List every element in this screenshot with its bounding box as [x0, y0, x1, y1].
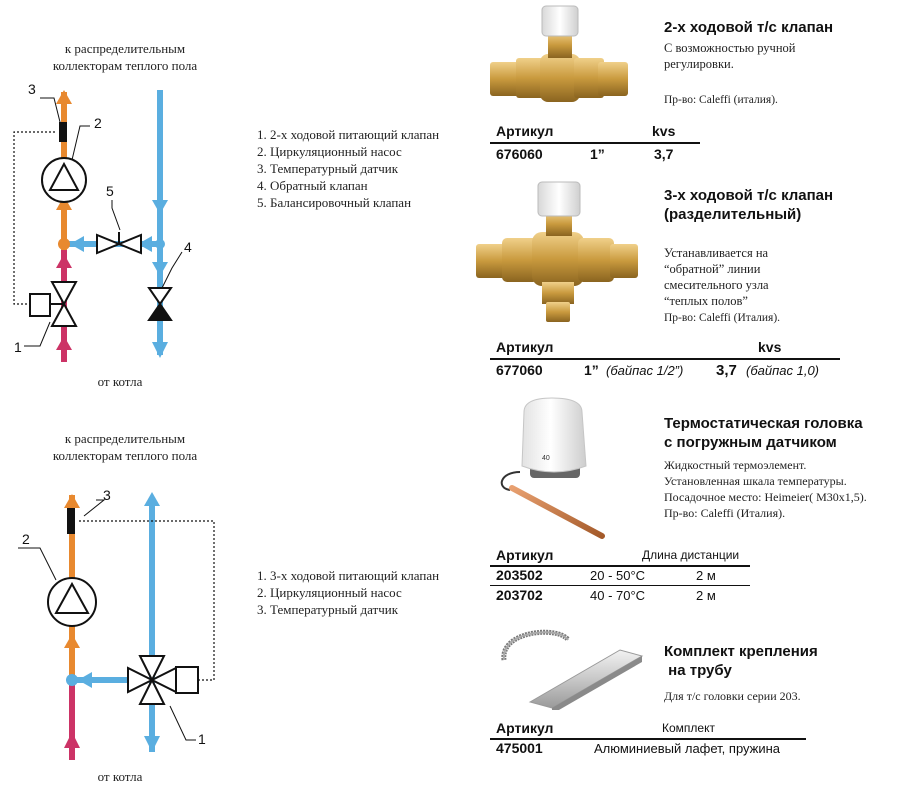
product4-table: Артикул Комплект 475001 Алюминиевый лафе… — [490, 717, 806, 761]
temperature-sensor-icon — [59, 122, 67, 142]
callout-3: 3 — [28, 81, 36, 97]
col-header: kvs — [758, 339, 782, 355]
supply-arrow-up — [56, 90, 72, 104]
temp-range: 40 - 70°C — [590, 588, 646, 603]
legend-item: Балансировочный клапан — [270, 194, 464, 211]
thermostatic-head-photo: 40 — [500, 397, 605, 539]
diagram1-schematic: 3 2 5 4 1 — [13, 81, 192, 362]
callout-2: 2 — [22, 531, 30, 547]
diagram1-bottom-caption: от котла — [97, 374, 143, 389]
desc-line: Устанавливается на — [664, 246, 769, 260]
product1-title: 2-х ходовой т/с клапан — [664, 19, 834, 36]
diagram1-top-caption: к распределительным коллекторам теплого … — [52, 41, 198, 73]
size: 1” — [584, 362, 599, 378]
diagram2-top-caption: к распределительным коллекторам теплого … — [52, 431, 198, 463]
product3-title: Термостатическая головка с погружным дат… — [664, 414, 863, 452]
product4-desc: Для т/с головки серии 203. — [664, 689, 801, 703]
product1-table: Артикул kvs 676060 1” 3,7 — [490, 120, 700, 166]
col-header: kvs — [652, 123, 676, 139]
mounting-kit-photo — [501, 629, 644, 710]
maker-line: Пр-во: Caleffi (Италия). — [664, 506, 786, 520]
legend-item: Циркуляционный насос — [270, 143, 464, 160]
bypass-kvs: (байпас 1,0) — [746, 363, 819, 378]
bypass-size: (байпас 1/2”) — [606, 363, 684, 378]
legend-item: Температурный датчик — [270, 160, 464, 177]
balancing-valve-icon — [147, 287, 173, 321]
product2-desc: Устанавливается на “обратной” линии смес… — [664, 245, 769, 309]
kvs-value: 3,7 — [716, 362, 737, 379]
legend-item: Обратный клапан — [270, 177, 464, 194]
article-number: 203502 — [496, 567, 543, 583]
temp-range: 20 - 50°C — [590, 568, 646, 583]
title-line: (разделительный) — [664, 206, 802, 223]
callout-3: 3 — [103, 487, 111, 503]
desc-line: смесительного узла — [664, 278, 769, 292]
product2-table: Артикул kvs 677060 1” (байпас 1/2”) 3,7 … — [490, 336, 840, 382]
check-valve-icon — [96, 232, 142, 255]
article-number: 203702 — [496, 587, 543, 603]
article-number: 475001 — [496, 740, 543, 756]
callout-4: 4 — [184, 239, 192, 255]
desc-line: Посадочное место: Heimeier( M30x1,5). — [664, 490, 867, 504]
temperature-sensor-icon — [67, 508, 75, 534]
svg-text:40: 40 — [542, 455, 550, 462]
kit-contents: Алюминиевый лафет, пружина — [594, 741, 781, 756]
col-header: Артикул — [496, 339, 554, 355]
article-number: 677060 — [496, 362, 543, 378]
product4-title: Комплект крепления на трубу — [664, 642, 818, 680]
product2-maker: Пр-во: Caleffi (Италия). — [664, 312, 781, 324]
col-header: Артикул — [496, 720, 554, 736]
desc-line: Жидкостный термоэлемент. — [664, 458, 807, 472]
title-line: с погружным датчиком — [664, 434, 837, 451]
title-line: на трубу — [664, 662, 732, 679]
two-way-valve-photo — [490, 5, 628, 102]
col-header: Длина дистанции — [642, 548, 740, 562]
pump-icon — [47, 577, 97, 627]
desc-line: С возможностью ручной — [664, 41, 796, 55]
article-number: 676060 — [496, 146, 543, 162]
length: 2 м — [696, 568, 716, 583]
desc-line: “обратной” линии — [664, 262, 761, 276]
title-line: Комплект крепления — [664, 643, 818, 660]
pump-icon — [41, 157, 87, 203]
diagram1-legend: 2-х ходовой питающий клапан Циркуляционн… — [254, 126, 464, 211]
length: 2 м — [696, 588, 716, 603]
legend-item: Циркуляционный насос — [270, 584, 464, 601]
product3-desc: Жидкостный термоэлемент. Установленная ш… — [664, 457, 867, 521]
legend-item: Температурный датчик — [270, 601, 464, 618]
kvs-value: 3,7 — [654, 146, 674, 162]
product2-title: 3-х ходовой т/с клапан (разделительный) — [664, 186, 833, 224]
title-line: 3-х ходовой т/с клапан — [664, 187, 834, 204]
legend-item: 2-х ходовой питающий клапан — [270, 126, 464, 143]
callout-5: 5 — [106, 183, 114, 199]
callout-1: 1 — [14, 339, 22, 355]
product1-maker: Пр-во: Caleffi (италия). — [664, 94, 778, 106]
callout-2: 2 — [94, 115, 102, 131]
diagram2-legend: 3-х ходовой питающий клапан Циркуляционн… — [254, 567, 464, 618]
col-header: Артикул — [496, 123, 554, 139]
col-header: Артикул — [496, 547, 554, 563]
title-line: Термостатическая головка — [664, 415, 863, 432]
desc-line: регулировки. — [664, 57, 734, 71]
two-way-valve-icon — [29, 281, 78, 327]
col-header: Комплект — [662, 721, 715, 735]
size: 1” — [590, 146, 605, 162]
desc-line: “теплых полов” — [664, 294, 748, 308]
product3-table: Артикул Длина дистанции 203502 20 - 50°C… — [490, 544, 750, 606]
callout-1: 1 — [198, 731, 206, 747]
legend-item: 3-х ходовой питающий клапан — [270, 567, 464, 584]
diagram2-schematic: 3 2 1 — [18, 487, 215, 760]
three-way-valve-photo — [476, 181, 638, 322]
diagram2-bottom-caption: от котла — [97, 769, 143, 784]
three-way-valve-icon — [127, 655, 199, 705]
desc-line: Установленная шкала температуры. — [664, 474, 847, 488]
product1-desc: С возможностью ручной регулировки. — [664, 40, 795, 72]
